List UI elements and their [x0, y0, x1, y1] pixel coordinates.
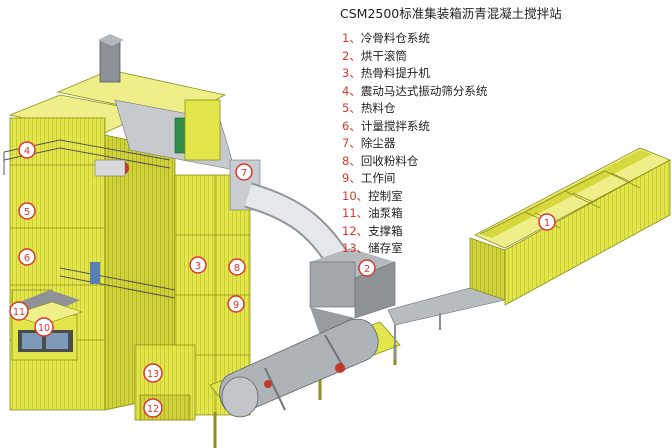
legend-item: 9、工作间: [342, 170, 487, 188]
marker-5: 5: [18, 202, 36, 220]
legend-separator: 、: [349, 136, 361, 150]
marker-2: 2: [358, 259, 376, 277]
legend-item: 7、除尘器: [342, 135, 487, 153]
legend-separator: 、: [349, 66, 361, 80]
legend-label: 冷骨料仓系统: [360, 31, 430, 45]
legend-number: 6: [342, 118, 350, 133]
svg-text:12: 12: [147, 404, 159, 415]
belt-conveyor: [387, 287, 507, 360]
legend-number: 13: [342, 241, 357, 255]
marker-3: 3: [189, 256, 207, 274]
svg-text:7: 7: [241, 168, 247, 179]
legend-item: 10、控制室: [342, 188, 487, 206]
legend-item: 8、回收粉料仓: [342, 153, 487, 171]
marker-12: 12: [143, 398, 163, 418]
marker-6: 6: [18, 248, 36, 266]
marker-10: 10: [34, 317, 54, 337]
component-legend: 1、冷骨料仓系统 2、烘干滚筒 3、热骨料提升机 4、震动马达式振动筛分系统 5…: [342, 30, 487, 258]
svg-text:6: 6: [24, 253, 30, 264]
legend-separator: 、: [349, 31, 361, 45]
svg-text:8: 8: [234, 263, 240, 274]
legend-number: 9: [342, 171, 350, 185]
legend-number: 12: [342, 223, 357, 238]
legend-separator: 、: [349, 83, 361, 98]
legend-item: 1、冷骨料仓系统: [342, 30, 487, 48]
legend-separator: 、: [356, 241, 369, 255]
legend-separator: 、: [356, 188, 369, 203]
screen-housing: [56, 34, 236, 177]
legend-label: 烘干滚筒: [360, 48, 407, 63]
legend-separator: 、: [349, 118, 361, 133]
svg-text:2: 2: [364, 264, 370, 275]
diagram-title: CSM2500标准集装箱沥青混凝土搅拌站: [340, 6, 562, 21]
legend-number: 1: [342, 31, 350, 45]
legend-number: 11: [342, 206, 357, 220]
marker-11: 11: [9, 301, 29, 321]
legend-item: 6、计量搅拌系统: [342, 118, 487, 136]
legend-label: 支撑箱: [368, 223, 403, 238]
legend-label: 热骨料提升机: [360, 66, 430, 80]
marker-9: 9: [227, 295, 245, 313]
cold-feed-bins: [469, 147, 671, 306]
svg-text:13: 13: [147, 369, 159, 380]
svg-text:1: 1: [544, 218, 550, 229]
legend-label: 油泵箱: [368, 206, 403, 220]
marker-4: 4: [18, 141, 36, 159]
legend-number: 10: [342, 188, 357, 203]
legend-item: 11、油泵箱: [342, 205, 487, 223]
legend-label: 工作间: [360, 171, 396, 185]
legend-number: 8: [342, 153, 350, 168]
legend-number: 3: [342, 66, 350, 80]
legend-label: 储存室: [368, 241, 403, 255]
legend-item: 13、储存室: [342, 240, 487, 258]
svg-text:11: 11: [13, 307, 25, 318]
dryer-drum: [209, 318, 401, 448]
legend-separator: 、: [349, 171, 361, 185]
legend-separator: 、: [356, 223, 369, 238]
marker-13: 13: [143, 363, 163, 383]
legend-label: 热料仓: [360, 101, 396, 115]
svg-text:10: 10: [38, 323, 50, 334]
svg-text:3: 3: [195, 261, 201, 272]
legend-label: 回收粉料仓: [360, 153, 419, 168]
legend-number: 4: [342, 83, 350, 98]
marker-7: 7: [235, 163, 253, 181]
dust-duct: [244, 182, 396, 340]
legend-label: 控制室: [368, 188, 403, 203]
marker-1: 1: [538, 213, 556, 231]
legend-separator: 、: [356, 206, 369, 220]
svg-text:5: 5: [24, 207, 30, 218]
legend-item: 2、烘干滚筒: [342, 48, 487, 66]
legend-separator: 、: [349, 48, 361, 63]
legend-number: 2: [342, 48, 350, 63]
legend-label: 计量搅拌系统: [360, 118, 430, 133]
legend-separator: 、: [349, 101, 361, 115]
legend-separator: 、: [349, 153, 361, 168]
legend-item: 3、热骨料提升机: [342, 65, 487, 83]
legend-label: 震动马达式振动筛分系统: [360, 83, 488, 98]
marker-8: 8: [228, 258, 246, 276]
legend-number: 7: [342, 136, 350, 150]
legend-item: 12、支撑箱: [342, 223, 487, 241]
svg-text:4: 4: [24, 146, 30, 157]
legend-item: 4、震动马达式振动筛分系统: [342, 83, 487, 101]
legend-label: 除尘器: [360, 136, 396, 150]
legend-number: 5: [342, 101, 350, 115]
legend-item: 5、热料仓: [342, 100, 487, 118]
svg-text:9: 9: [233, 300, 239, 311]
